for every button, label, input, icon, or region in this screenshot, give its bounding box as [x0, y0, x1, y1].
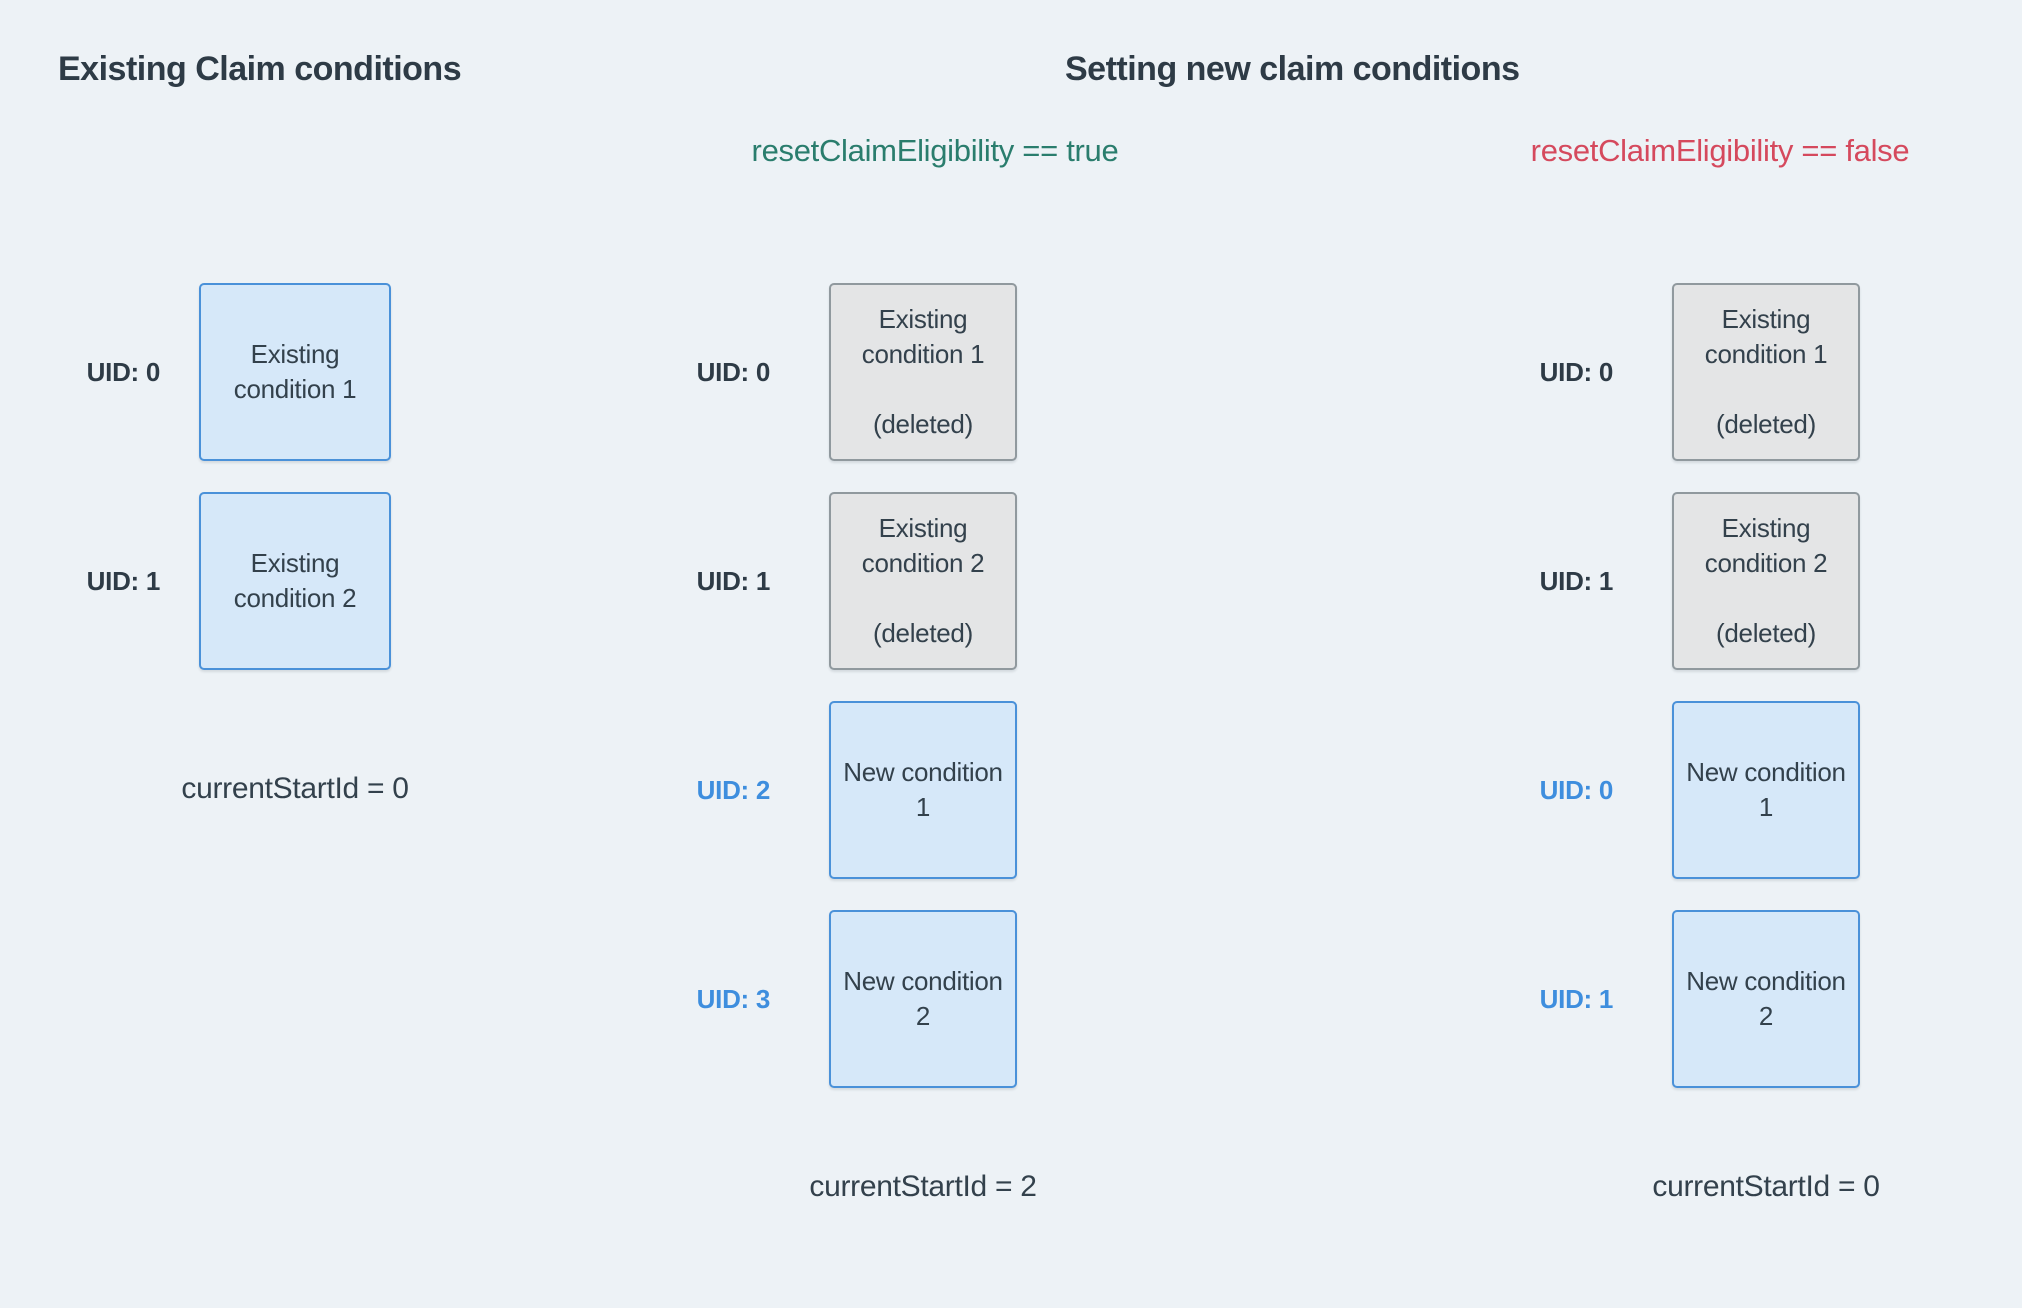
condition-box-text: New condition	[843, 966, 1003, 996]
condition-box-text: New condition	[1686, 966, 1846, 996]
uid-label: UID: 1	[86, 565, 161, 596]
uid-label: UID: 0	[86, 356, 161, 387]
current-start-id-reset-false: currentStartId = 0	[1652, 1170, 1880, 1203]
current-start-id-existing: currentStartId = 0	[181, 772, 409, 805]
condition-box-text: 2	[915, 1001, 931, 1031]
condition-row: UID: 1 New condition 2	[1513, 910, 1860, 1088]
reset-eligibility-true-label: resetClaimEligibility == true	[751, 133, 1119, 168]
uid-label: UID: 0	[696, 356, 771, 387]
condition-box-text: Existing	[250, 339, 340, 369]
condition-row: UID: 0 New condition 1	[1513, 701, 1860, 879]
condition-box-text: condition 2	[861, 548, 985, 578]
uid-label: UID: 1	[696, 565, 771, 596]
condition-box-text: Existing	[1721, 304, 1811, 334]
condition-box-text: condition 2	[1704, 548, 1828, 578]
condition-box-new-2: New condition 2	[1672, 910, 1860, 1088]
current-start-id-reset-true: currentStartId = 2	[809, 1170, 1037, 1203]
deleted-note: (deleted)	[1716, 618, 1816, 648]
existing-claim-conditions-title: Existing Claim conditions	[58, 50, 462, 88]
condition-row: UID: 0 Existing condition 1	[60, 283, 391, 461]
condition-box-text: New condition	[1686, 757, 1846, 787]
condition-box-deleted-2: Existing condition 2 (deleted)	[1672, 492, 1860, 670]
condition-box-deleted-1: Existing condition 1 (deleted)	[829, 283, 1017, 461]
condition-row: UID: 1 Existing condition 2 (deleted)	[1513, 492, 1860, 670]
uid-label: UID: 3	[696, 983, 771, 1014]
condition-box-text: Existing	[250, 548, 340, 578]
condition-box-text: 1	[915, 792, 931, 822]
deleted-note: (deleted)	[873, 618, 973, 648]
condition-row: UID: 3 New condition 2	[670, 910, 1017, 1088]
condition-row: UID: 1 Existing condition 2	[60, 492, 391, 670]
condition-box-text: 2	[1758, 1001, 1774, 1031]
existing-conditions-column: UID: 0 Existing condition 1 UID: 1 Exist…	[60, 283, 391, 701]
condition-box-new-1: New condition 1	[1672, 701, 1860, 879]
condition-box-text: condition 1	[233, 374, 357, 404]
condition-box-text: New condition	[843, 757, 1003, 787]
condition-box-existing-2: Existing condition 2	[199, 492, 391, 670]
condition-box-deleted-2: Existing condition 2 (deleted)	[829, 492, 1017, 670]
condition-box-text: condition 1	[861, 339, 985, 369]
reset-true-column: UID: 0 Existing condition 1 (deleted) UI…	[670, 283, 1017, 1119]
uid-label: UID: 1	[1539, 983, 1614, 1014]
condition-box-text: 1	[1758, 792, 1774, 822]
deleted-note: (deleted)	[1716, 409, 1816, 439]
condition-row: UID: 0 Existing condition 1 (deleted)	[670, 283, 1017, 461]
condition-box-new-1: New condition 1	[829, 701, 1017, 879]
condition-box-text: Existing	[878, 304, 968, 334]
reset-false-column: UID: 0 Existing condition 1 (deleted) UI…	[1513, 283, 1860, 1119]
setting-new-claim-conditions-title: Setting new claim conditions	[1065, 50, 1520, 88]
condition-row: UID: 1 Existing condition 2 (deleted)	[670, 492, 1017, 670]
condition-box-text: Existing	[1721, 513, 1811, 543]
condition-row: UID: 2 New condition 1	[670, 701, 1017, 879]
uid-label: UID: 1	[1539, 565, 1614, 596]
condition-box-deleted-1: Existing condition 1 (deleted)	[1672, 283, 1860, 461]
condition-box-text: condition 1	[1704, 339, 1828, 369]
uid-label: UID: 0	[1539, 356, 1614, 387]
reset-eligibility-false-label: resetClaimEligibility == false	[1530, 133, 1910, 168]
deleted-note: (deleted)	[873, 409, 973, 439]
uid-label: UID: 0	[1539, 774, 1614, 805]
condition-box-text: condition 2	[233, 583, 357, 613]
condition-row: UID: 0 Existing condition 1 (deleted)	[1513, 283, 1860, 461]
condition-box-text: Existing	[878, 513, 968, 543]
condition-box-new-2: New condition 2	[829, 910, 1017, 1088]
condition-box-existing-1: Existing condition 1	[199, 283, 391, 461]
uid-label: UID: 2	[696, 774, 771, 805]
